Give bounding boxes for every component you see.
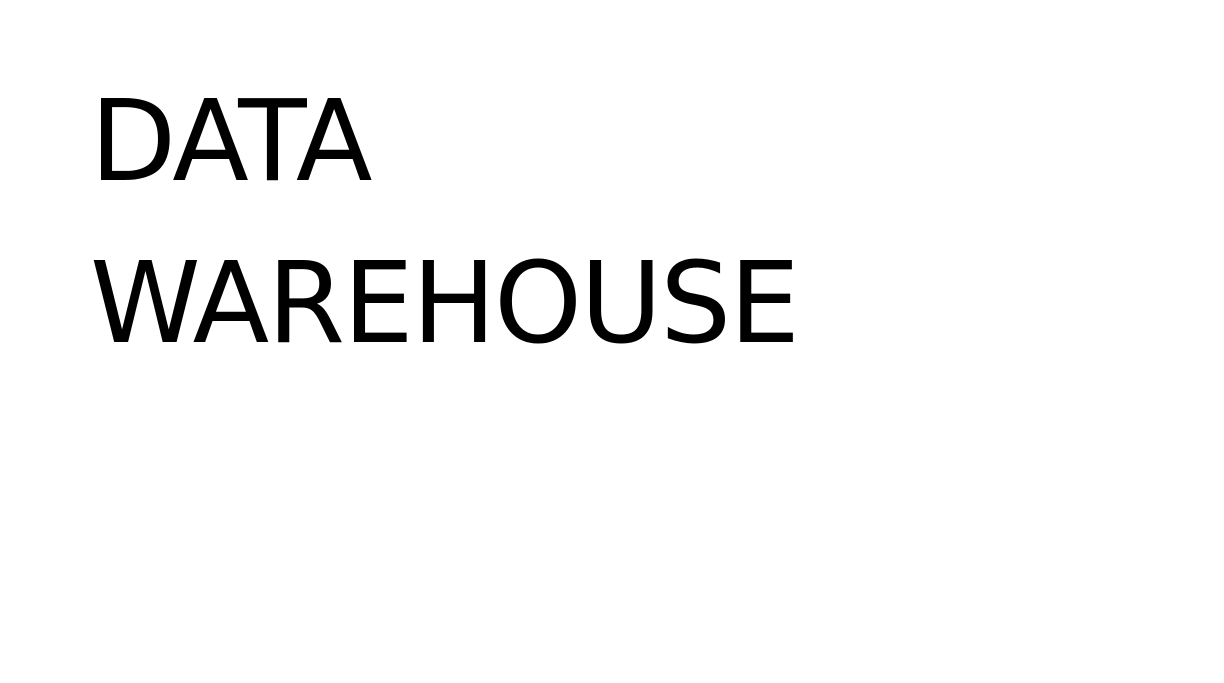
title-line-data: DATA	[90, 77, 373, 207]
title-line-warehouse: WAREHOUSE	[90, 239, 800, 369]
